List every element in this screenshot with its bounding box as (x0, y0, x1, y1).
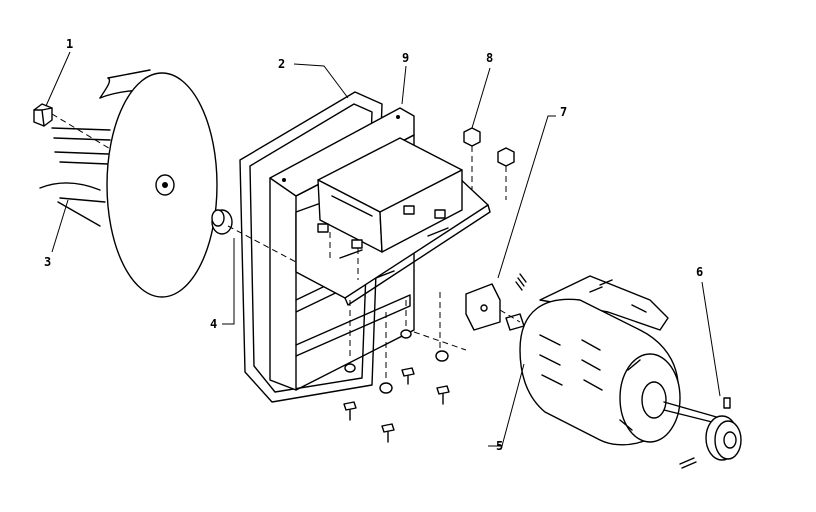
callout-7: 7 (560, 105, 567, 119)
gasket-frame (239, 91, 383, 403)
box-studs (317, 205, 446, 249)
control-box (317, 137, 463, 253)
callout-3: 3 (44, 255, 51, 269)
mount-plate-part-7 (465, 273, 527, 331)
nut-part-1 (33, 103, 53, 127)
callout-5: 5 (496, 439, 503, 453)
leader-lines (45, 51, 721, 447)
callout-8: 8 (486, 51, 493, 65)
spacer-part-4 (211, 209, 233, 235)
callout-9: 9 (402, 51, 409, 65)
pulley-part-6 (679, 397, 742, 469)
blower-wheel (39, 69, 218, 298)
callout-2: 2 (278, 57, 285, 71)
bolts-and-washers (343, 329, 450, 443)
callout-6: 6 (696, 265, 703, 279)
alignment-lines (51, 113, 521, 382)
callout-labels: 1 2 3 4 5 6 7 8 9 (44, 37, 703, 453)
callout-4: 4 (210, 317, 217, 331)
motor-part-5 (505, 275, 721, 446)
callout-1: 1 (66, 37, 73, 51)
